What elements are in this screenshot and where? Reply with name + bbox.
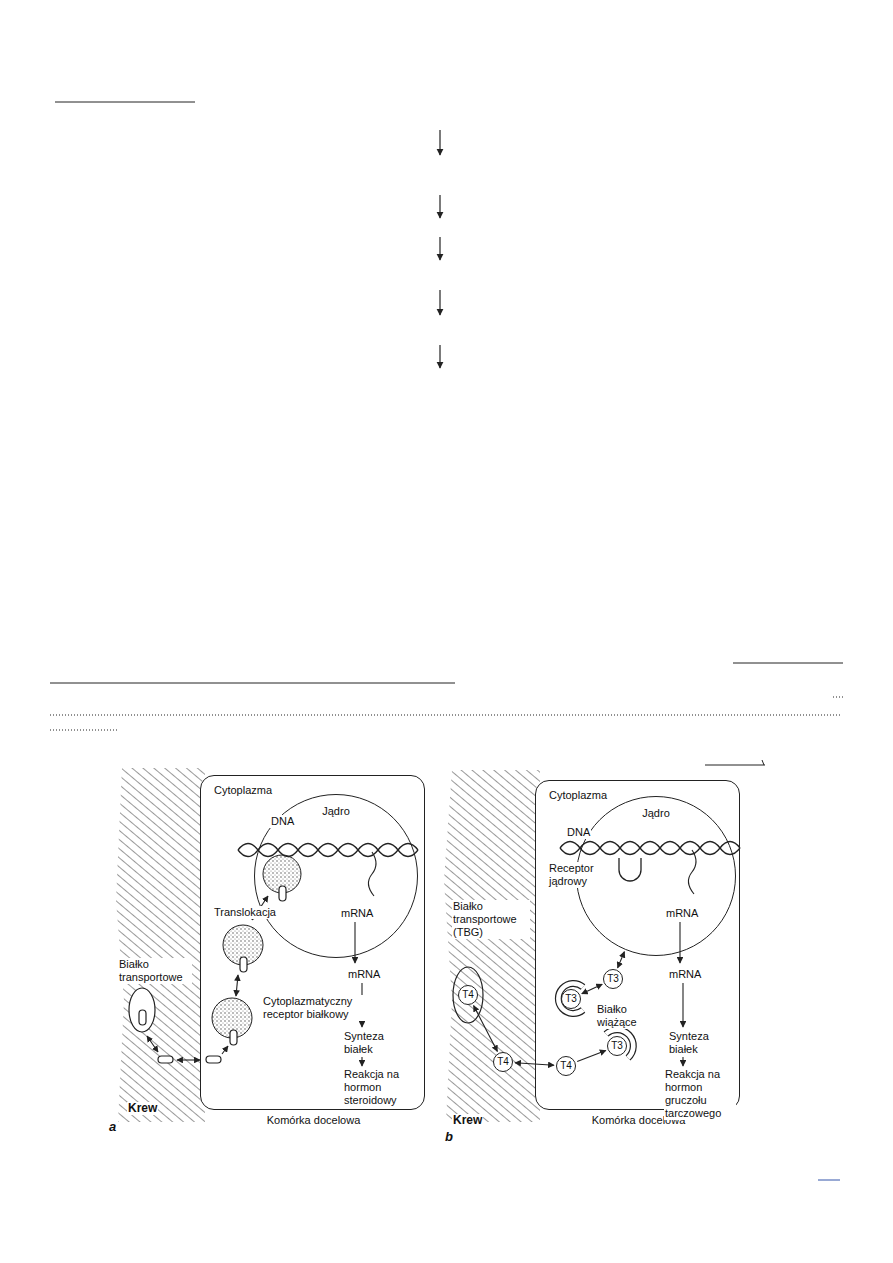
panel-letter: a — [108, 1120, 117, 1133]
annotation-label: Białko transportowe (TBG) — [452, 900, 530, 939]
panel-letter: b — [444, 1130, 454, 1143]
hormone-label: T4 — [461, 989, 475, 1001]
annotation-label: Krew — [127, 1102, 158, 1115]
thyroid-illustration — [453, 795, 740, 1066]
hormone-label: T3 — [606, 973, 620, 985]
cell-outline: CytoplazmaKomórka docelowaJądro — [200, 775, 425, 1110]
annotation-label: Krew — [452, 1114, 483, 1127]
nucleus-label: Jądro — [321, 805, 351, 818]
exchange-arrow — [474, 1006, 498, 1052]
annotation-label: Reakcja na hormon gruczołu tarczowego — [664, 1068, 736, 1120]
exchange-arrow — [618, 952, 625, 968]
hormone-label: T4 — [559, 1060, 573, 1072]
region-label: Cytoplazma — [213, 784, 273, 797]
hormone-circle: T4 — [493, 1052, 513, 1072]
hormone-circle: T4 — [556, 1056, 576, 1076]
annotation-label: Białko transportowe — [118, 958, 192, 984]
hormone-circle: T3 — [607, 1036, 627, 1056]
exchange-arrow — [577, 1050, 606, 1061]
annotation-label: mRNA — [668, 968, 702, 981]
cell-caption: Komórka docelowa — [201, 1114, 426, 1127]
hormone-circle: T3 — [603, 969, 623, 989]
annotation-label: mRNA — [347, 968, 381, 981]
nucleus-label: Jądro — [641, 807, 671, 820]
hormone-circle: T4 — [458, 985, 478, 1005]
annotation-label: Białko wiążące — [596, 1003, 650, 1029]
annotation-label: Translokacja — [213, 906, 277, 919]
annotation-label: Reakcja na hormon steroidowy — [343, 1068, 409, 1107]
hormone-circle: T3 — [561, 989, 581, 1009]
blood-hatching — [116, 768, 740, 1122]
annotation-label: DNA — [566, 826, 591, 839]
hormone-label: T3 — [610, 1040, 624, 1052]
hormone-label: T4 — [496, 1056, 510, 1068]
annotation-label: Synteza białek — [343, 1030, 397, 1056]
annotation-label: mRNA — [340, 907, 374, 920]
annotation-label: DNA — [270, 815, 295, 828]
region-label: Cytoplazma — [548, 789, 608, 802]
annotation-label: Synteza białek — [668, 1030, 722, 1056]
hormone-label: T3 — [564, 993, 578, 1005]
exchange-arrow — [582, 984, 602, 994]
page-rules — [50, 102, 843, 1180]
steroid-illustration — [129, 793, 418, 1066]
annotation-label: Cytoplazmatyczny receptor białkowy — [262, 995, 364, 1021]
annotation-label: Receptor jądrowy — [548, 862, 606, 888]
annotation-label: mRNA — [665, 907, 699, 920]
